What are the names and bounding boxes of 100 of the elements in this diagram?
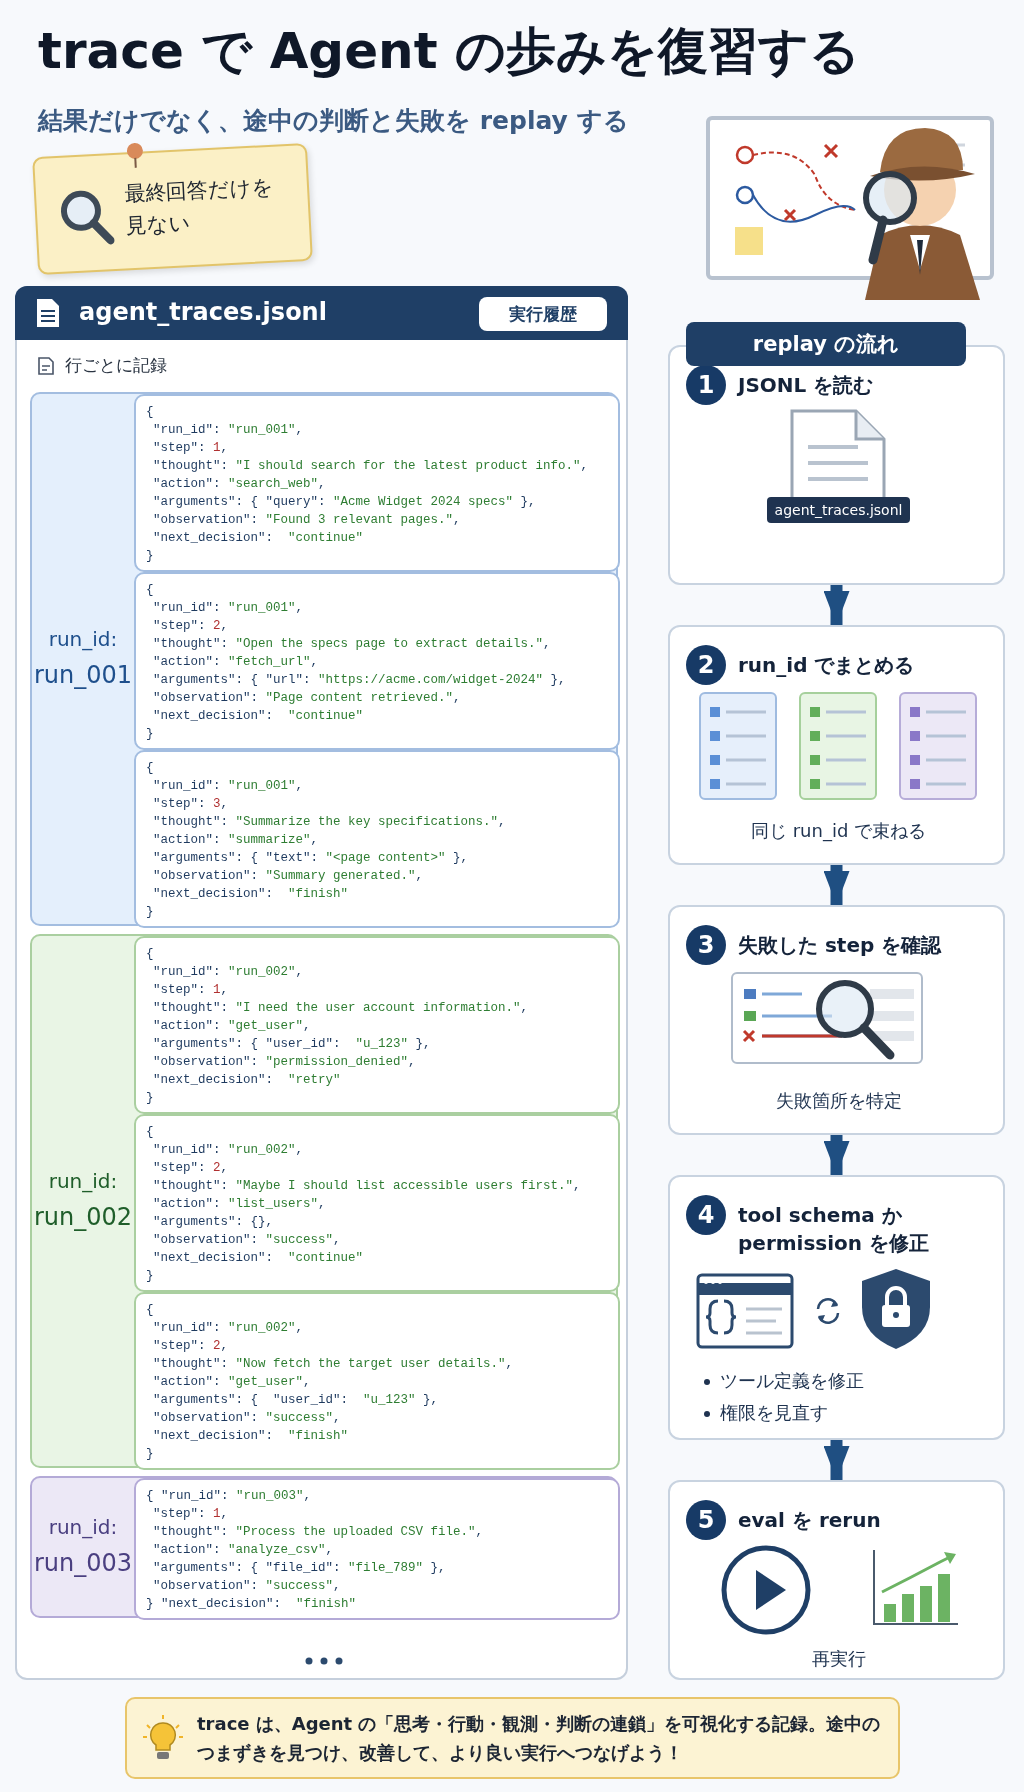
code-line: "action": "analyze_csv", <box>153 1542 334 1559</box>
code-line: "step": 1, <box>153 982 229 999</box>
arrow <box>823 865 850 905</box>
code-line: "arguments": { "query": "Acme Widget 2024 specs" }, <box>153 494 536 511</box>
code-line: "arguments": { "user_id": "u_123" }, <box>153 1392 439 1409</box>
code-line: "next_decision": "retry" <box>153 1072 341 1089</box>
step-card <box>668 1480 1005 1680</box>
step-card <box>668 625 1005 865</box>
code-line: "observation": "Page content retrieved.", <box>153 690 461 707</box>
run-id-label: run_002 <box>32 1203 134 1231</box>
code-line: "thought": "Now fetch the target user details.", <box>153 1356 514 1373</box>
code-line: { <box>146 946 154 963</box>
code-line: "observation": "Found 3 relevant pages.", <box>153 512 461 529</box>
code-line: "arguments": { "text": "<page content>" }, <box>153 850 469 867</box>
step-heading: JSONL を読む <box>738 372 875 399</box>
code-line: "arguments": { "user_id": "u_123" }, <box>153 1036 431 1053</box>
code-line: "next_decision": "finish" <box>153 1428 349 1445</box>
code-line: "thought": "Open the specs page to extract details.", <box>153 636 551 653</box>
code-line: "step": 3, <box>153 796 229 813</box>
code-line: { <box>146 404 154 421</box>
section-subtitle: 行ごとに記録 <box>65 354 167 377</box>
code-line: "next_decision": "continue" <box>153 708 364 725</box>
file-name: agent_traces.jsonl <box>79 298 327 326</box>
step-number: 1 <box>686 365 726 405</box>
code-line: "thought": "Summarize the key specifications.", <box>153 814 506 831</box>
arrow <box>823 1440 850 1480</box>
code-line: "thought": "I should search for the latest product info.", <box>153 458 589 475</box>
code-line: "arguments": {}, <box>153 1214 274 1231</box>
step-heading: run_id でまとめる <box>738 652 916 679</box>
code-line: "action": "list_users", <box>153 1196 326 1213</box>
code-line: "thought": "I need the user account information.", <box>153 1000 529 1017</box>
code-line: "arguments": { "url": "https://acme.com/widget-2024" }, <box>153 672 566 689</box>
subtitle: 結果だけでなく、途中の判断と失敗を replay する <box>38 105 629 137</box>
code-block <box>134 572 620 750</box>
step-heading: 失敗した step を確認 <box>738 932 943 959</box>
step-caption: 失敗箇所を特定 <box>774 1089 903 1113</box>
code-block <box>134 1478 620 1620</box>
step-caption: 再実行 <box>810 1647 867 1671</box>
code-line: "next_decision": "continue" <box>153 530 364 547</box>
code-line: "thought": "Maybe I should list accessible users first.", <box>153 1178 581 1195</box>
run-id-label: run_003 <box>32 1549 134 1577</box>
bullet-text: 権限を見直す <box>720 1401 828 1425</box>
code-block <box>134 1292 620 1470</box>
code-line: "observation": "success", <box>153 1578 341 1595</box>
file-name-badge: agent_traces.jsonl <box>766 497 911 523</box>
code-line: "arguments": { "file_id": "file_789" }, <box>153 1560 446 1577</box>
tip-text: trace は、Agent の「思考・行動・観測・判断の連鎖」を可視化する記録。途中のつまずきを見つけ、改善して、より良い実行へつなげよう！ <box>197 1712 882 1765</box>
run-group-panel <box>30 392 618 926</box>
section-header: replay の流れ <box>686 322 966 366</box>
step-card <box>668 1175 1005 1440</box>
code-line: } <box>146 726 154 743</box>
title: trace で Agent の歩みを復習する <box>38 21 860 82</box>
code-line: "step": 1, <box>153 1506 229 1523</box>
file-panel <box>15 286 628 1680</box>
step-number: 4 <box>686 1195 726 1235</box>
sticky-note <box>32 142 313 276</box>
code-line: { "run_id": "run_003", <box>146 1488 312 1505</box>
step-caption: 同じ run_id で束ねる <box>749 819 928 843</box>
code-line: "observation": "permission_denied", <box>153 1054 416 1071</box>
run-group-panel <box>30 934 618 1468</box>
code-line: "action": "fetch_url", <box>153 654 319 671</box>
code-line: } <box>146 1446 154 1463</box>
code-line: { <box>146 1124 154 1141</box>
code-block <box>134 394 620 572</box>
code-line: "step": 2, <box>153 618 229 635</box>
code-line: "run_id": "run_001", <box>153 778 304 795</box>
bullet-text: ツール定義を修正 <box>720 1369 864 1393</box>
code-line: } "next_decision": "finish" <box>146 1596 357 1613</box>
code-line: { <box>146 582 154 599</box>
code-line: "step": 2, <box>153 1160 229 1177</box>
code-block <box>134 750 620 928</box>
code-line: } <box>146 548 154 565</box>
arrow <box>823 585 850 625</box>
step-number: 5 <box>686 1500 726 1540</box>
code-line: "run_id": "run_002", <box>153 964 304 981</box>
code-line: "next_decision": "continue" <box>153 1250 364 1267</box>
code-line: "step": 1, <box>153 440 229 457</box>
note-text: 最終回答だけを見ない <box>123 173 276 241</box>
code-line: } <box>146 904 154 921</box>
code-block <box>134 936 620 1114</box>
code-line: "action": "summarize", <box>153 832 319 849</box>
code-block <box>134 1114 620 1292</box>
code-line: "observation": "success", <box>153 1232 341 1249</box>
run-id-label: run_id: <box>47 1515 119 1539</box>
code-line: { <box>146 1302 154 1319</box>
step-number: 3 <box>686 925 726 965</box>
code-line: } <box>146 1090 154 1107</box>
code-line: "run_id": "run_002", <box>153 1142 304 1159</box>
code-line: } <box>146 1268 154 1285</box>
step-number: 2 <box>686 645 726 685</box>
run-group-panel <box>30 1476 618 1618</box>
code-line: "run_id": "run_001", <box>153 600 304 617</box>
status-badge: 実行履歴 <box>479 297 607 331</box>
code-line: "action": "get_user", <box>153 1018 311 1035</box>
code-line: "run_id": "run_002", <box>153 1320 304 1337</box>
code-line: "run_id": "run_001", <box>153 422 304 439</box>
run-id-label: run_001 <box>32 661 134 689</box>
code-line: "observation": "Summary generated.", <box>153 868 424 885</box>
run-id-label: run_id: <box>47 1169 119 1193</box>
arrow <box>823 1135 850 1175</box>
